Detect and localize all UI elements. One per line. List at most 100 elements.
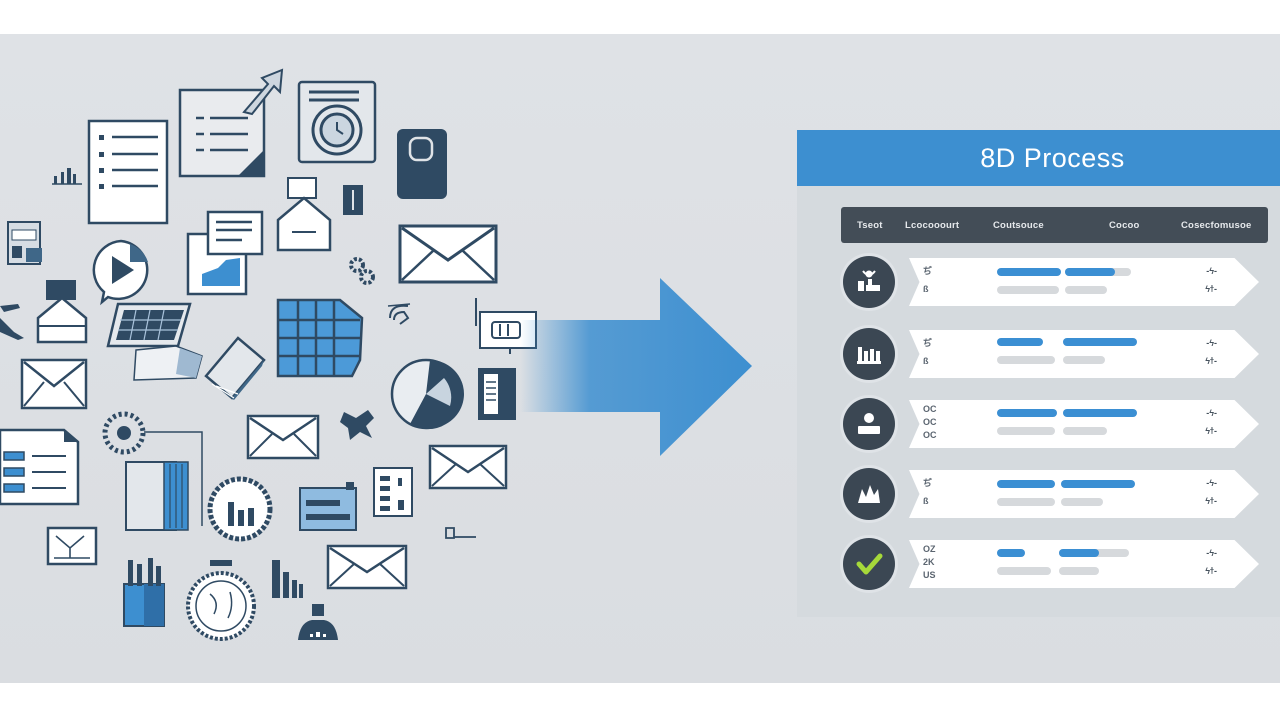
chat-chart-icon (186, 210, 264, 296)
map-splat-icon (338, 404, 378, 444)
process-row[interactable]: ぢ ß -ϟ- ϟϯ- (843, 468, 1277, 520)
row-label: ß (923, 496, 929, 506)
row-label: ぢ (923, 266, 933, 276)
gear-icon (98, 408, 150, 458)
document-table-icon (0, 426, 80, 506)
progress-track (1065, 286, 1107, 294)
progress-bar (997, 549, 1025, 557)
row-label: OC (923, 404, 937, 414)
row-label: ß (923, 356, 929, 366)
pie-chart-bubble-icon (88, 238, 154, 306)
row-card (909, 258, 1259, 306)
row-value: -ϟ- (1206, 478, 1217, 488)
column-header: Tseot (857, 219, 883, 231)
process-row[interactable]: ぢ ß -ϟ- ϟϯ- (843, 256, 1277, 308)
team-icon (843, 256, 895, 308)
envelope-icon (428, 444, 508, 490)
flow-arrow (520, 278, 755, 456)
row-value: ϟϯ- (1205, 284, 1217, 294)
row-value: ϟϯ- (1205, 496, 1217, 506)
column-header: Cocoo (1109, 219, 1140, 231)
progress-track (1063, 356, 1105, 364)
row-label: 2K (923, 557, 935, 567)
progress-track (997, 427, 1055, 435)
picture-frame-icon (46, 526, 98, 566)
envelope-icon (246, 414, 320, 460)
row-value: -ϟ- (1206, 408, 1217, 418)
phone-icon (396, 128, 448, 200)
solar-panel-icon (106, 300, 204, 381)
progress-bar (997, 338, 1043, 346)
folder-chart-icon (124, 426, 206, 532)
row-value: ϟϯ- (1205, 426, 1217, 436)
row-label: ß (923, 284, 929, 294)
checkmark-icon (843, 538, 895, 590)
document-clock-icon (297, 80, 379, 164)
gear-chart-icon (206, 474, 274, 544)
progress-track (997, 286, 1059, 294)
row-card (909, 470, 1259, 518)
globe-icon (184, 558, 258, 642)
document-list-icon (87, 119, 169, 225)
open-envelope-icon (36, 278, 88, 344)
people-icon (296, 602, 340, 642)
factory-icon (843, 328, 895, 380)
wifi-signal-icon (386, 302, 422, 342)
progress-bar (1063, 409, 1137, 417)
progress-bar (997, 409, 1057, 417)
tablet-chart-icon (298, 480, 358, 532)
row-label: US (923, 570, 936, 580)
process-row[interactable]: OC OC OC -ϟ- ϟϯ- (843, 398, 1277, 450)
pen-flag-icon (342, 184, 364, 216)
progress-bar (1061, 480, 1135, 488)
row-card (909, 540, 1259, 588)
progress-bar (997, 480, 1055, 488)
progress-track (997, 498, 1055, 506)
column-header: Coutsouce (993, 219, 1044, 231)
row-label: ぢ (923, 338, 933, 348)
progress-track (1059, 567, 1099, 575)
envelope-icon (398, 224, 498, 284)
row-value: -ϟ- (1206, 548, 1217, 558)
calendar-board-icon (6, 218, 48, 268)
row-label: OC (923, 430, 937, 440)
progress-bar (997, 268, 1061, 276)
row-value: ϟϯ- (1205, 566, 1217, 576)
envelope-icon (20, 358, 88, 410)
document-binder-icon (476, 366, 518, 422)
row-card (909, 400, 1259, 448)
pencil-cup-icon (122, 556, 168, 628)
spreadsheet-icon (276, 298, 364, 378)
plane-icon (0, 296, 26, 344)
person-icon (843, 398, 895, 450)
progress-track (1061, 498, 1103, 506)
column-header-bar: Tseot Lcocooourt Coutsouce Cocoo Cosecfo… (841, 207, 1268, 243)
analysis-icon (843, 468, 895, 520)
progress-bar (1059, 549, 1099, 557)
row-label: ぢ (923, 478, 933, 488)
row-value: -ϟ- (1206, 266, 1217, 276)
column-header: Cosecfomusoe (1181, 219, 1252, 231)
row-label: OZ (923, 544, 936, 554)
book-stack-icon (204, 336, 266, 402)
panel-header: 8D Process (797, 130, 1280, 186)
row-value: ϟϯ- (1205, 356, 1217, 366)
pie-chart-icon (390, 358, 464, 430)
open-envelope-icon (276, 176, 332, 252)
progress-track (997, 356, 1055, 364)
progress-bar (1063, 338, 1137, 346)
panel-title: 8D Process (980, 142, 1125, 173)
process-row[interactable]: ぢ ß -ϟ- ϟϯ- (843, 328, 1277, 380)
document-arrow-icon (178, 66, 288, 182)
process-row[interactable]: OZ 2K US -ϟ- ϟϯ- (843, 538, 1277, 590)
process-panel: 8D Process Tseot Lcocooourt Coutsouce Co… (797, 130, 1280, 617)
bar-chart-icon (270, 558, 304, 598)
gear-cluster-icon (348, 256, 376, 286)
column-header: Lcocooourt (905, 219, 960, 231)
row-label: OC (923, 417, 937, 427)
progress-bar (1065, 268, 1115, 276)
key-icon (444, 524, 478, 540)
progress-track (997, 567, 1051, 575)
bar-chart-small-icon (52, 164, 82, 186)
